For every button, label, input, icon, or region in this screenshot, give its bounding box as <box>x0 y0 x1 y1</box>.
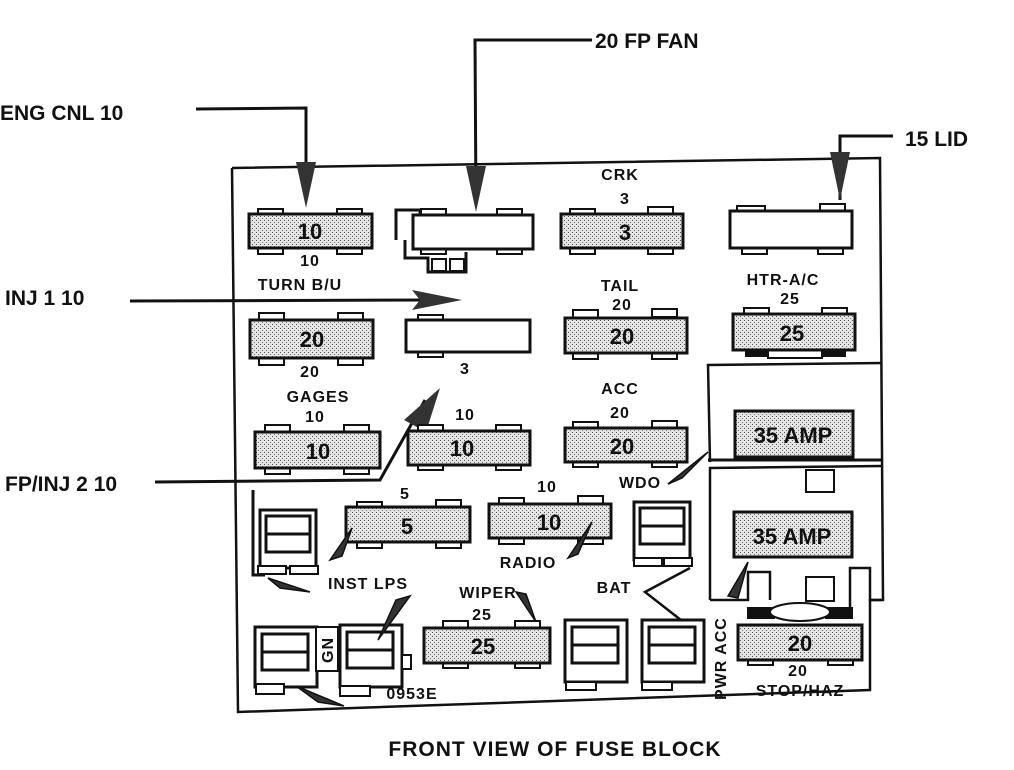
label-stop-haz: STOP/HAZ <box>756 683 845 700</box>
fuse-slot-inj1[interactable] <box>404 314 532 358</box>
arrow-head-icon <box>296 162 316 208</box>
breaker-housing-top <box>706 361 883 463</box>
label-wiper-amp: 25 <box>472 607 492 624</box>
fuse-value: 10 <box>450 436 474 461</box>
fuse-value: 3 <box>619 220 631 245</box>
housing-tab <box>805 469 835 493</box>
fuse-value: 10 <box>306 439 330 464</box>
label-inj2-amp: 10 <box>455 407 475 424</box>
callout-eng-cnl-leader <box>195 106 308 200</box>
circuit-breaker-bottom[interactable]: 35 AMP <box>732 510 854 559</box>
label-gages-amp: 10 <box>305 409 325 426</box>
fuse-value: 20 <box>300 327 324 352</box>
fuse-radio[interactable]: 10 <box>487 495 613 545</box>
fuse-gages-20[interactable]: 20 <box>248 312 375 366</box>
fuse-gages[interactable]: 10 <box>253 424 382 475</box>
label-tail: TAIL <box>601 278 639 295</box>
arrow-head-icon <box>295 685 345 707</box>
diagram-title: FRONT VIEW OF FUSE BLOCK <box>388 738 721 761</box>
relay-bat-right[interactable] <box>640 618 706 691</box>
arrow-head-icon <box>267 577 311 593</box>
callout-inj1-leader <box>129 298 431 303</box>
fuse-htr-ac[interactable]: 25 <box>731 307 857 359</box>
fuse-slot-lid[interactable] <box>728 203 854 255</box>
arrow-head-icon <box>412 290 462 310</box>
label-gages-amp-top: 20 <box>300 364 320 381</box>
label-htr-ac: HTR-A/C <box>747 272 820 289</box>
callout-fp-fan-leader <box>473 38 592 206</box>
label-radio-amp: 10 <box>537 479 557 496</box>
label-gn: GN <box>320 637 337 663</box>
fuse-value: 25 <box>471 634 495 659</box>
arrow-head-icon <box>377 594 412 641</box>
label-crk-amp: 3 <box>620 191 630 208</box>
fuse-value: 25 <box>780 321 804 346</box>
fuse-inj2[interactable]: 10 <box>406 424 532 471</box>
callout-fp-inj2-leader <box>154 399 427 484</box>
arrow-head-icon <box>466 166 486 212</box>
label-tail-amp: 20 <box>612 297 632 314</box>
fuse-value: 10 <box>298 219 322 244</box>
label-crk: CRK <box>601 167 639 184</box>
housing-notch <box>848 566 882 612</box>
fuse-value: 20 <box>610 434 634 459</box>
fuse-stop-haz[interactable]: 20 <box>736 602 864 666</box>
callout-lid-leader <box>838 134 893 200</box>
label-figure-code: 0953E <box>386 686 437 703</box>
callout-fp-fan: 20 FP FAN <box>595 30 698 53</box>
callout-eng-cnl: ENG CNL 10 <box>0 102 123 125</box>
callout-fp-inj2: FP/INJ 2 10 <box>5 473 117 496</box>
label-gages: GAGES <box>287 389 350 406</box>
arrow-head-icon <box>514 590 537 623</box>
callout-lid: 15 LID <box>905 128 968 151</box>
housing-tab <box>805 576 835 602</box>
breaker-housing-bottom <box>708 464 883 600</box>
circuit-breaker-top[interactable]: 35 AMP <box>733 409 855 459</box>
breaker-value: 35 AMP <box>753 524 832 549</box>
label-turn-bu: TURN B/U <box>258 277 342 294</box>
label-radio: RADIO <box>500 555 557 572</box>
arrow-head-icon <box>667 451 709 485</box>
fuse-turn-bu[interactable]: 10 <box>247 208 374 255</box>
breaker-value: 35 AMP <box>754 423 833 448</box>
fuse-value: 20 <box>610 324 634 349</box>
relay-inst-lps[interactable] <box>338 623 412 697</box>
label-stop-haz-amp: 20 <box>788 663 808 680</box>
fuse-value: 5 <box>401 514 413 539</box>
relay-left-upper[interactable] <box>257 508 319 575</box>
gn-tab <box>315 626 339 672</box>
arrow-head-icon <box>726 561 749 599</box>
fuse-value: 20 <box>788 631 812 656</box>
callout-inj1: INJ 1 10 <box>5 287 84 310</box>
fuse-tail[interactable]: 20 <box>563 308 689 360</box>
label-acc: ACC <box>601 381 639 398</box>
label-empty-slot-amp: 3 <box>460 361 470 378</box>
fuse-inst-lps[interactable]: 5 <box>344 499 472 549</box>
label-htr-ac-amp: 25 <box>780 291 800 308</box>
label-bat: BAT <box>597 580 632 597</box>
fuse-crk[interactable]: 3 <box>559 206 685 255</box>
label-wdo: WDO <box>619 475 661 492</box>
fuse-acc[interactable]: 20 <box>563 420 689 468</box>
label-wiper: WIPER <box>459 585 516 602</box>
relay-gn-left[interactable] <box>253 625 319 695</box>
label-inst-amp: 5 <box>400 486 410 503</box>
fuse-wiper[interactable]: 25 <box>422 620 552 669</box>
arrow-head-icon <box>566 521 593 560</box>
arrow-head-icon <box>404 388 440 432</box>
relay-right-upper[interactable] <box>632 500 693 567</box>
label-inst-lps: INST LPS <box>328 576 408 593</box>
housing-notch <box>710 570 772 602</box>
relay-bat-left[interactable] <box>563 618 629 691</box>
arrow-head-icon <box>830 152 850 200</box>
label-pwr-acc: PWR ACC <box>713 617 730 700</box>
fuse-slot-fp-fan[interactable] <box>394 208 535 274</box>
callout-bat-leader <box>642 566 691 625</box>
label-turn-bu-amp: 10 <box>300 253 320 270</box>
arrow-head-icon <box>328 527 353 562</box>
fuse-value: 10 <box>537 510 561 535</box>
label-acc-amp: 20 <box>610 405 630 422</box>
